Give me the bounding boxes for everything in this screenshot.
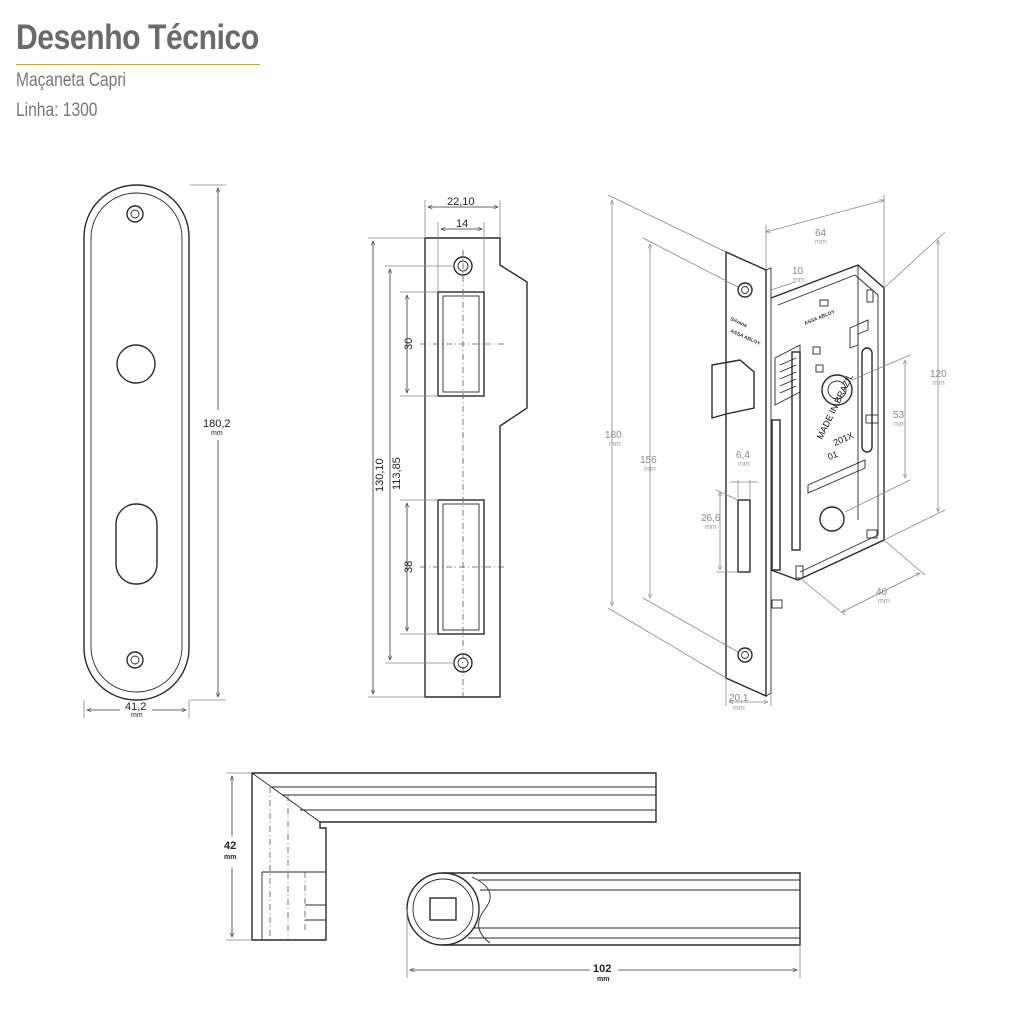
faceplate-height-label: 180: [605, 430, 622, 441]
slot-height-label: 26,6: [701, 513, 721, 524]
stamp-brand-1: Silvana: [729, 316, 748, 329]
lock-body-height-label: 120: [930, 369, 947, 380]
strike-height-inner-label: 113,85: [391, 457, 403, 490]
product-line: Linha: 1300: [16, 100, 98, 121]
lock-backset-label: 40: [876, 587, 888, 598]
product-name: Maçaneta Capri: [16, 70, 126, 91]
escutcheon-height-label: 180,2: [203, 418, 231, 430]
stamp-model: 201X: [832, 430, 855, 448]
handle-length-label: 102: [593, 963, 611, 975]
lock-body-height-unit: mm: [933, 380, 945, 387]
strike-width-inner-label: 14: [456, 218, 468, 230]
stamp-brand-2: ASSA ABLOY: [729, 328, 762, 347]
title-underline: [16, 64, 260, 65]
strike-height-outer-label: 130,10: [374, 458, 386, 492]
handle-height-unit: mm: [224, 854, 236, 861]
lock-offset-unit: mm: [793, 277, 805, 284]
escutcheon-plate: 180,2 mm 41,2 mm: [83, 184, 231, 719]
faceplate-height-unit: mm: [609, 441, 621, 448]
escutcheon-height-unit: mm: [211, 430, 223, 437]
slot-height-unit: mm: [705, 524, 717, 531]
handle-side-view: 42 mm: [224, 772, 657, 941]
handle-height-label: 42: [224, 840, 236, 852]
lock-backset-unit: mm: [878, 598, 890, 605]
faceplate-width-label: 20,1: [729, 693, 749, 704]
faceplate-inner-label: 156: [640, 455, 657, 466]
faceplate-width-unit: mm: [733, 705, 745, 712]
slot-width-unit: mm: [738, 461, 750, 468]
stamp-code: 01: [826, 449, 839, 462]
strike-slot-bottom-label: 38: [403, 561, 415, 573]
slot-width-label: 6,4: [736, 450, 750, 461]
lock-center-distance-label: 53: [893, 410, 905, 421]
escutcheon-width-label: 41,2: [125, 701, 146, 713]
handle-top-view: 102 mm: [406, 872, 801, 983]
escutcheon-width-unit: mm: [131, 712, 143, 719]
lock-depth-unit: mm: [815, 239, 827, 246]
lock-offset-label: 10: [792, 266, 804, 277]
strike-plate: 22,10 14 130,10 113,85 30 38: [368, 196, 528, 700]
lock-center-distance-unit: mm: [894, 421, 906, 428]
lock-depth-label: 64: [815, 228, 827, 239]
strike-slot-top-label: 30: [403, 338, 415, 350]
lock-body: Silvana ASSA ABLOY ASSA ABLOY MADE IN BR…: [605, 194, 947, 712]
handle-length-unit: mm: [597, 976, 609, 983]
page-title: Desenho Técnico: [16, 18, 259, 57]
stamp-brand-3: ASSA ABLOY: [804, 309, 837, 327]
strike-width-outer-label: 22,10: [447, 196, 475, 208]
faceplate-inner-unit: mm: [644, 466, 656, 473]
